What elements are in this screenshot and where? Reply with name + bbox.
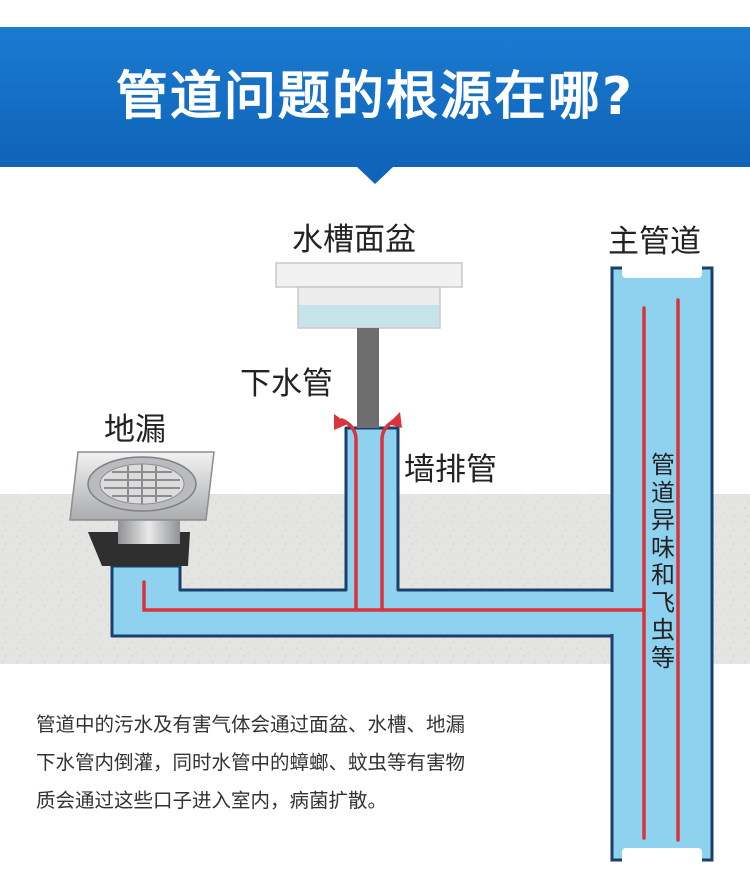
sink-water xyxy=(299,305,439,327)
label-floor-drain: 地漏 xyxy=(104,412,166,448)
branch-pipe xyxy=(110,426,614,638)
label-sink: 水槽面盆 xyxy=(292,222,416,258)
page-title: 管道问题的根源在哪? xyxy=(115,67,635,127)
description-line-2: 下水管内倒灌，同时水管中的蟑螂、蚊虫等有害物 xyxy=(36,751,466,774)
description-line-1: 管道中的污水及有害气体会通过面盆、水槽、地漏 xyxy=(36,713,466,736)
description-line-3: 质会通过这些口子进入室内，病菌扩散。 xyxy=(36,789,388,812)
header-banner-pointer xyxy=(356,166,394,184)
main-pipe-top-cap xyxy=(622,262,702,278)
drain-pipe xyxy=(357,328,379,428)
label-wall-pipe: 墙排管 xyxy=(404,452,497,488)
description-text: 管道中的污水及有害气体会通过面盆、水槽、地漏 下水管内倒灌，同时水管中的蟑螂、蚊… xyxy=(36,706,596,820)
label-drain-pipe: 下水管 xyxy=(240,366,333,402)
sink-rim xyxy=(275,262,463,288)
label-main-pipe: 主管道 xyxy=(608,224,701,260)
backflow-arrows xyxy=(142,298,680,842)
floor-drain xyxy=(69,451,215,566)
arrow-heads xyxy=(334,412,402,430)
label-odor-note: 管道异味和飞虫等 xyxy=(651,451,675,672)
main-pipe-bottom-cap xyxy=(622,848,702,866)
header-banner xyxy=(0,27,750,167)
